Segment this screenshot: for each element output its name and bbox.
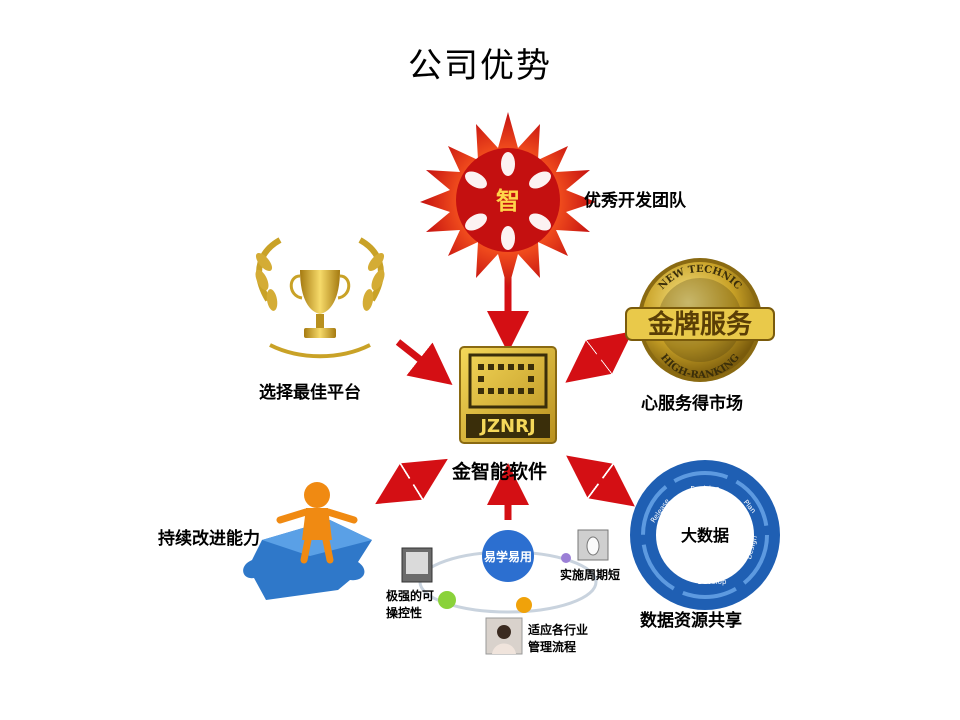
cluster-item-period-line1: 实施周期短 bbox=[560, 568, 621, 582]
arrow-data-center bbox=[566, 455, 635, 507]
data-badge-text: 大数据 bbox=[681, 526, 729, 545]
arrow-improve-center bbox=[375, 458, 448, 505]
label-gold: 心服务得市场 bbox=[641, 394, 743, 414]
cluster-item-control-line1: 极强的可 bbox=[386, 589, 435, 603]
puzzle-person-icon bbox=[243, 482, 372, 600]
gold-medal-icon: NEW TECHNIC HIGH-RANKING 金牌服务 bbox=[625, 258, 775, 382]
arrow-platform-to-center bbox=[395, 339, 453, 386]
team-sun-icon: 智 bbox=[420, 112, 596, 290]
cluster-item-period: 实施周期短 bbox=[560, 567, 620, 584]
label-team: 优秀开发团队 bbox=[584, 191, 686, 211]
label-improve: 持续改进能力 bbox=[158, 529, 260, 549]
label-center: 金智能软件 bbox=[452, 461, 548, 483]
cycle-step-1: Envision bbox=[690, 485, 719, 493]
arrow-gold-center bbox=[565, 331, 633, 383]
logo-text: JZNRJ bbox=[478, 416, 535, 437]
cluster-item-control: 极强的可 操控性 bbox=[386, 588, 434, 622]
hub-label: 易学易用 bbox=[484, 549, 532, 564]
cluster-item-process-line2: 管理流程 bbox=[528, 640, 577, 654]
cycle-step-4: Develop bbox=[698, 578, 727, 586]
cluster-item-process-line1: 适应各行业 bbox=[528, 623, 589, 637]
team-badge-text: 智 bbox=[496, 186, 520, 215]
dot-green bbox=[438, 591, 456, 609]
label-data: 数据资源共享 bbox=[640, 611, 742, 631]
page-title: 公司优势 bbox=[408, 46, 552, 86]
bottom-cluster: 易学易用 bbox=[401, 529, 609, 655]
cluster-item-control-line2: 操控性 bbox=[386, 606, 423, 620]
data-cycle-icon: Envision Plan Design Develop Test Releas… bbox=[630, 460, 780, 610]
trophy-icon bbox=[255, 237, 385, 359]
dot-orange bbox=[516, 597, 532, 613]
label-platform: 选择最佳平台 bbox=[259, 383, 361, 403]
center-logo: JZNRJ bbox=[459, 346, 557, 444]
cluster-item-process: 适应各行业 管理流程 bbox=[528, 622, 588, 656]
hub-circle bbox=[482, 530, 534, 582]
dot-purple bbox=[561, 553, 571, 563]
medal-badge-text: 金牌服务 bbox=[647, 309, 752, 340]
